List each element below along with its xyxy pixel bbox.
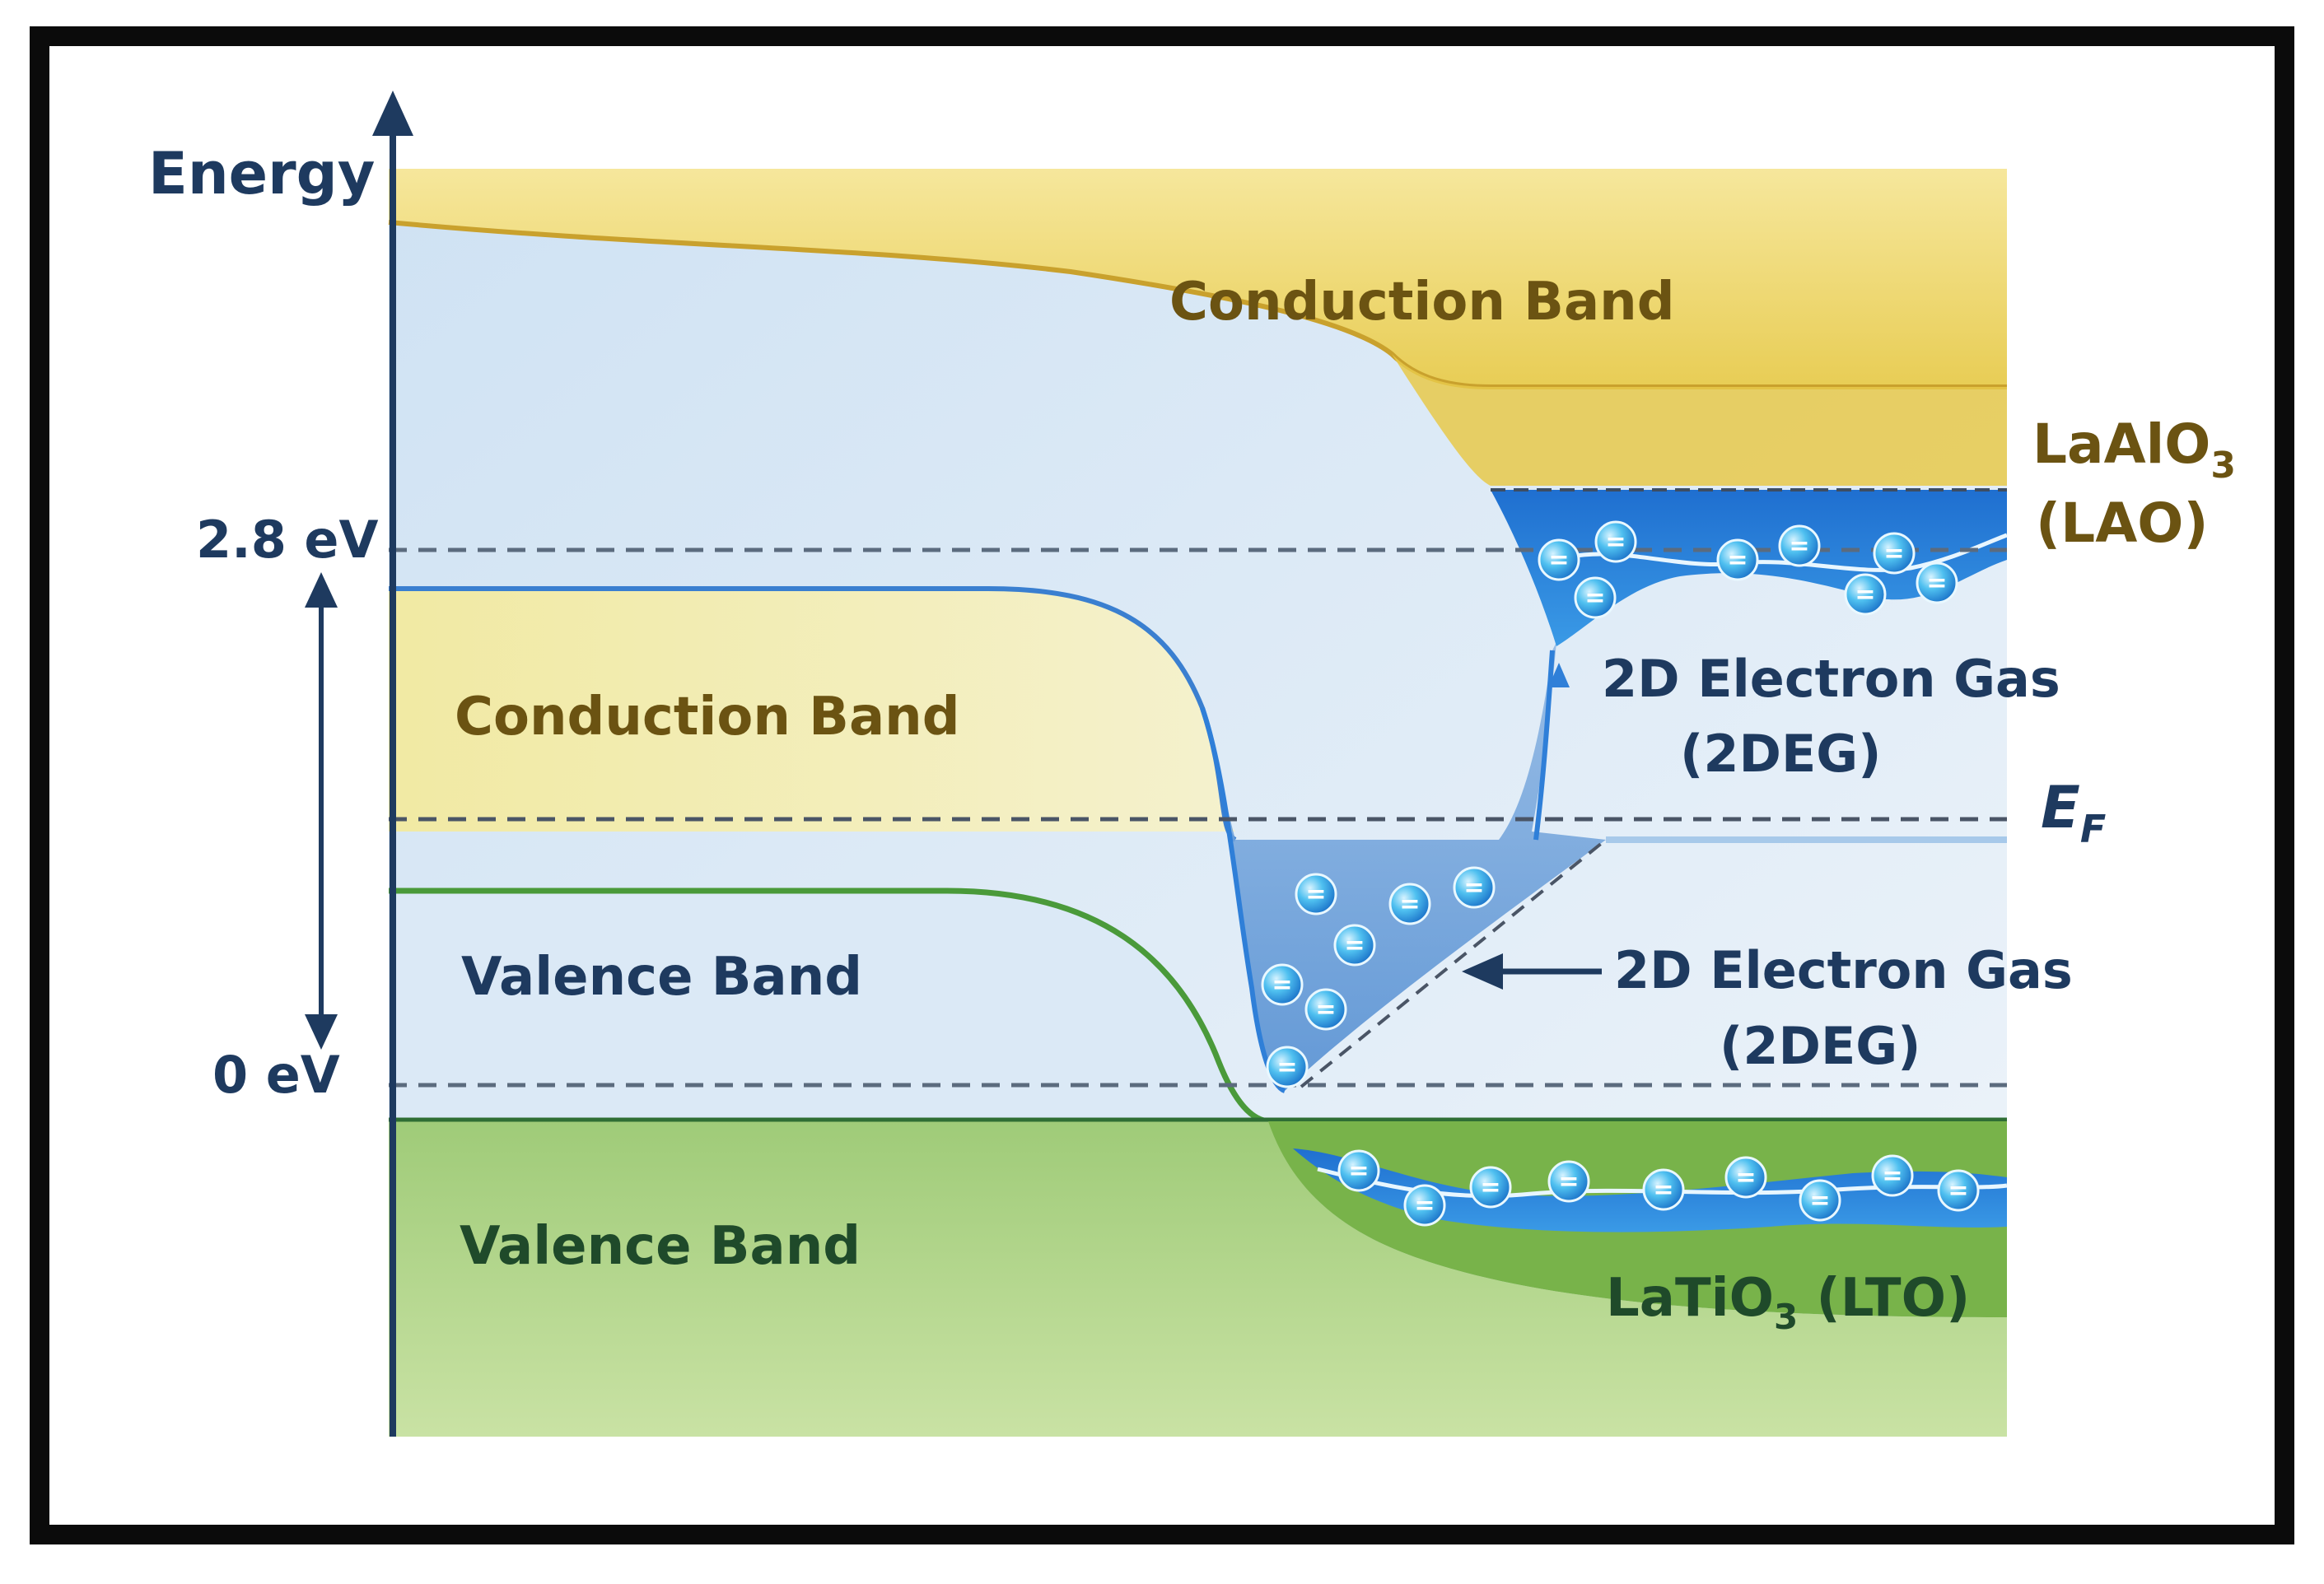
electron-symbol: =: [1948, 1176, 1968, 1205]
lao-conduction-band: [389, 169, 2007, 387]
electron-icon: [1295, 873, 1337, 915]
lao-conduction-label: Conduction Band: [1169, 272, 1675, 333]
lower-valence-label: Valence Band: [460, 1216, 861, 1277]
lao-conduction-strip: [1392, 354, 2007, 486]
gap-arrow-down-icon: [305, 1014, 338, 1050]
electron-symbol: =: [1789, 532, 1809, 561]
lower-2deg-pointer-icon: [1462, 953, 1503, 990]
lower-valence-band: [389, 1120, 2007, 1437]
electron-icon: [1873, 532, 1916, 575]
electron-symbol: =: [1653, 1176, 1673, 1204]
electron-symbol: =: [1558, 1167, 1579, 1196]
electron-symbol: =: [1272, 971, 1292, 999]
lower-2deg-label-line2: (2DEG): [1720, 1016, 1921, 1076]
electron-symbol: =: [1480, 1173, 1500, 1202]
potential-well: [1202, 642, 1606, 1091]
electron-icon: [1724, 1156, 1767, 1199]
lao-material-label: LaAlO3: [2032, 412, 2236, 487]
energy-axis-arrowhead-icon: [372, 91, 413, 136]
electron-icon: [1538, 538, 1580, 581]
electron-symbol: =: [1414, 1191, 1435, 1220]
electron-icon: [1337, 1149, 1380, 1192]
electron-symbol: =: [1463, 874, 1484, 902]
electron-icon: [1266, 1046, 1309, 1088]
upper-2deg-label-line1: 2D Electron Gas: [1602, 649, 2060, 709]
electron-icon: [1469, 1166, 1512, 1209]
electron-icon: [1403, 1184, 1446, 1227]
lto-valence-band: [389, 891, 1260, 1120]
lto-valence-edge: [389, 888, 1269, 1125]
electron-symbol: =: [1883, 539, 1904, 568]
electron-symbol: =: [1735, 1163, 1756, 1192]
electron-symbol: =: [1855, 580, 1875, 609]
electron-icon: [1642, 1168, 1685, 1211]
electron-icon: [1574, 576, 1617, 619]
electron-icon: [1937, 1169, 1980, 1212]
electron-symbol: =: [1605, 528, 1626, 557]
upper-2deg-pointer-icon: [1548, 663, 1570, 687]
electron-icon: [1547, 1160, 1590, 1203]
electron-symbol: =: [1809, 1186, 1830, 1215]
dashed-well-slope: [1300, 838, 1608, 1088]
lower-2deg-electrons: = = = = = = = = =: [1337, 1149, 1980, 1227]
electron-symbol: =: [1305, 880, 1326, 909]
energy-axis-label: Energy: [148, 140, 375, 207]
lto-subscript: 3: [1774, 1297, 1798, 1337]
electron-symbol: =: [1315, 995, 1336, 1024]
lto-conduction-band: [389, 589, 1235, 832]
electron-icon: [1916, 561, 1958, 604]
tick-2.8ev: 2.8 eV: [196, 510, 378, 570]
electron-icon: [1716, 538, 1759, 581]
upper-2deg-label-line2: (2DEG): [1680, 724, 1882, 784]
electron-icon: [1778, 524, 1821, 567]
upper-2deg-electrons: ========: [1538, 520, 1958, 619]
lao-abbrev-label: (LAO): [2036, 492, 2209, 555]
lto-conduction-label: Conduction Band: [455, 687, 960, 748]
lao-conduction-edge: [388, 220, 2007, 389]
fermi-level-label: EF: [2041, 774, 2106, 851]
electron-icon: [1594, 520, 1637, 563]
electron-symbol: =: [1584, 584, 1605, 613]
electron-symbol: =: [1348, 1157, 1369, 1186]
electron-symbol: =: [1548, 546, 1569, 575]
fermi-subscript: F: [2080, 807, 2106, 851]
well-right-wall: [1533, 650, 1555, 841]
tick-0ev: 0 eV: [212, 1045, 340, 1105]
electron-icon: [1388, 883, 1431, 925]
electron-icon: [1304, 988, 1347, 1031]
electron-symbol: =: [1344, 931, 1365, 960]
electron-icon: [1871, 1154, 1914, 1197]
electron-symbol: =: [1276, 1053, 1297, 1082]
electron-icon: [1799, 1179, 1841, 1222]
electron-icon: [1844, 573, 1887, 616]
electron-icon: [1333, 924, 1376, 967]
electron-symbol: =: [1399, 890, 1420, 919]
electron-symbol: =: [1882, 1162, 1902, 1190]
electron-symbol: =: [1926, 569, 1947, 598]
lao-subscript: 3: [2210, 445, 2236, 487]
lower-2deg-label-line1: 2D Electron Gas: [1614, 940, 2073, 1000]
lto-valence-label: Valence Band: [461, 947, 862, 1008]
electron-icon: [1261, 963, 1304, 1006]
electron-icon: [1453, 866, 1496, 909]
gap-arrow-up-icon: [305, 572, 338, 608]
lto-abbrev: (LTO): [1798, 1268, 1970, 1329]
well-2deg-electrons: = = = = = = =: [1261, 866, 1496, 1088]
electron-symbol: =: [1727, 546, 1748, 575]
picture-frame: [30, 26, 2294, 1544]
lto-material-label: LaTiO3 (LTO): [1606, 1268, 1970, 1337]
